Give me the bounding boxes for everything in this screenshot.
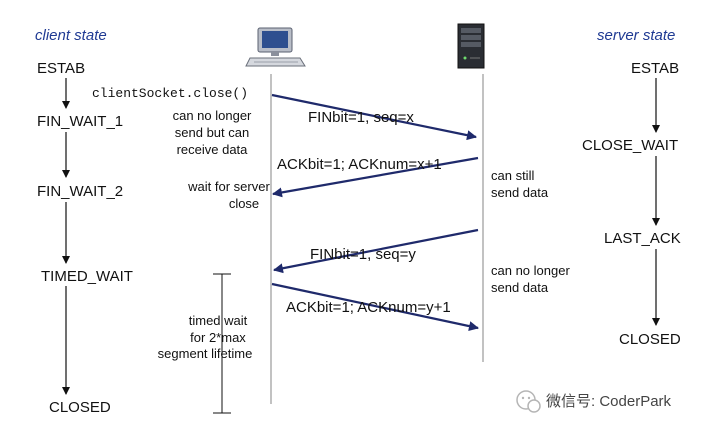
svg-text:can still: can still: [491, 168, 534, 183]
message-fin-seq-x: FINbit=1, seq=x: [308, 109, 414, 126]
note-can-still-send: can still send data: [491, 168, 549, 200]
svg-text:receive data: receive data: [177, 142, 249, 157]
note-can-no-longer-send: can no longer send data: [491, 263, 570, 295]
fin-x-arrow: [271, 93, 477, 141]
note-timed-wait: timed wait for 2*max segment lifetime: [158, 313, 253, 361]
timed-wait-bracket: [213, 273, 231, 414]
server-state-estab: ESTAB: [631, 60, 679, 77]
fin-y-arrow: [273, 228, 479, 274]
svg-text:can no longer: can no longer: [173, 108, 252, 123]
message-fin-seq-y: FINbit=1, seq=y: [310, 246, 416, 263]
client-state-heading: client state: [35, 27, 107, 44]
note-wait-for-server: wait for server close: [187, 179, 270, 211]
svg-text:send but can: send but can: [175, 125, 249, 140]
server-state-closed: CLOSED: [619, 331, 681, 348]
message-ack-x-plus-1: ACKbit=1; ACKnum=x+1: [277, 156, 442, 173]
svg-text:timed wait: timed wait: [189, 313, 248, 328]
svg-text:for 2*max: for 2*max: [190, 330, 246, 345]
note-no-longer-send: can no longer send but can receive data: [173, 108, 252, 157]
ack-y-arrow: [271, 282, 479, 332]
message-arrows: [271, 93, 479, 332]
client-state-fin-wait-2: FIN_WAIT_2: [37, 183, 123, 200]
server-state-last-ack: LAST_ACK: [604, 230, 681, 247]
svg-text:send data: send data: [491, 280, 549, 295]
svg-text:segment lifetime: segment lifetime: [158, 346, 253, 361]
server-state-heading: server state: [597, 27, 675, 44]
wechat-logo-icon: [516, 390, 541, 413]
message-ack-y-plus-1: ACKbit=1; ACKnum=y+1: [286, 299, 451, 316]
svg-text:can no longer: can no longer: [491, 263, 570, 278]
desktop-computer-icon: [245, 27, 306, 67]
server-tower-icon: [457, 23, 485, 69]
svg-text:close: close: [229, 196, 259, 211]
ack-x-arrow: [272, 156, 479, 198]
client-state-timed-wait: TIMED_WAIT: [41, 268, 133, 285]
client-state-fin-wait-1: FIN_WAIT_1: [37, 113, 123, 130]
svg-text:send data: send data: [491, 185, 549, 200]
close-call-label: clientSocket.close(): [92, 86, 248, 101]
client-state-closed: CLOSED: [49, 399, 111, 416]
watermark-text: 微信号: CoderPark: [546, 393, 672, 410]
client-state-estab: ESTAB: [37, 60, 85, 77]
server-state-close-wait: CLOSE_WAIT: [582, 137, 678, 154]
svg-text:wait for server: wait for server: [187, 179, 270, 194]
